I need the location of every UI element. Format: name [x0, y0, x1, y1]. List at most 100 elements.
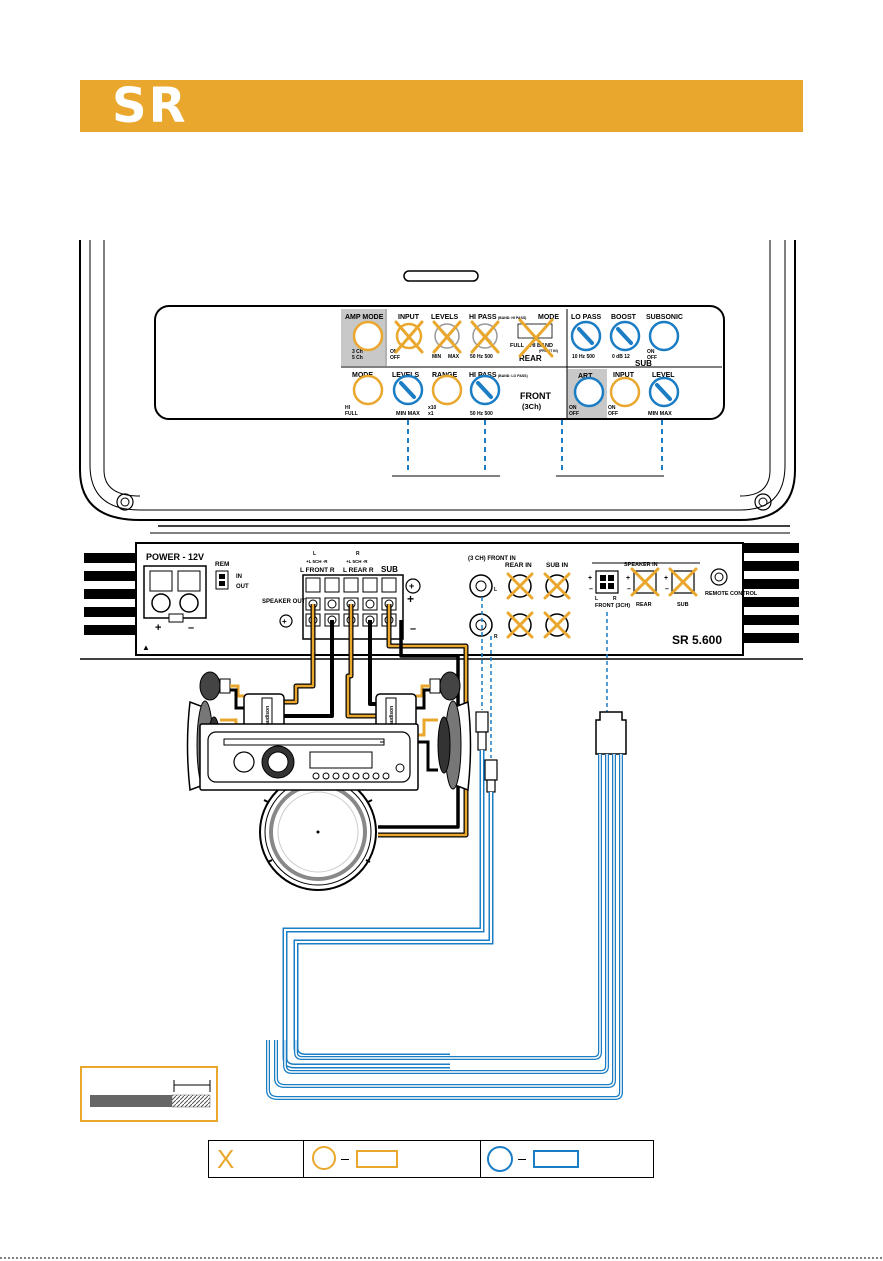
rear-levels-label: LEVELS	[431, 314, 459, 321]
svg-text:+: +	[282, 617, 287, 626]
wire-strip-box	[80, 1066, 218, 1122]
amp-mode-opt1: 3 Ch	[352, 349, 363, 355]
ch5-note-rear: +L 5CH -R	[346, 559, 368, 564]
rem-out-label: OUT	[236, 584, 249, 590]
screw-icon	[116, 493, 134, 511]
rear-levels-max: MAX	[448, 354, 460, 360]
ch5-note-front: +L 5CH -R	[306, 559, 328, 564]
rear-input-opt2: OFF	[390, 355, 400, 361]
amp-mode-label: AMP MODE	[345, 314, 384, 321]
speaker-in-sub-label: SUB	[677, 602, 689, 608]
amp-mode-knob[interactable]	[352, 320, 384, 352]
crossover-left-brand: audison	[265, 706, 271, 725]
header-bar	[80, 80, 803, 132]
legend-x-symbol: X	[217, 1144, 235, 1174]
wire-strip-icon	[90, 1080, 211, 1108]
legend-blue-box-icon	[533, 1150, 579, 1168]
sub-section-label: SUB	[635, 359, 652, 368]
sr-logo: SR	[112, 78, 188, 134]
rear-input-label: INPUT	[398, 314, 420, 321]
sub-in-label: SUB IN	[546, 562, 568, 569]
sub-input-label: INPUT	[613, 372, 635, 379]
pointer-lines	[407, 420, 663, 474]
remote-control-jack[interactable]	[710, 568, 728, 586]
power-minus: –	[188, 622, 194, 634]
legend-dash-icon	[341, 1159, 349, 1160]
front-mode-knob[interactable]	[352, 374, 384, 406]
front-hipass-note: (BAND: LO PASS)	[498, 374, 528, 378]
svg-text:+: +	[626, 575, 630, 582]
art-opt1: ON	[569, 405, 577, 411]
rear-mode-label: MODE	[538, 314, 559, 321]
range-opt1: x10	[428, 405, 437, 411]
plus-marker-icon	[405, 578, 421, 594]
lo-pass-scale: 10 Hz 500	[572, 354, 595, 360]
legend-blue-adjust	[481, 1141, 653, 1177]
front-mode-opt1: HI	[345, 405, 351, 411]
svg-text:L: L	[595, 596, 598, 602]
legend-orange-box-icon	[356, 1150, 398, 1168]
svg-text:▲: ▲	[142, 643, 150, 652]
speaker-in-front-connector[interactable]	[595, 570, 619, 594]
right-front-speakers: audison	[375, 671, 472, 792]
sub-terminal-label: SUB	[381, 565, 398, 574]
subsonic-knob[interactable]	[648, 320, 680, 352]
art-opt2: OFF	[569, 411, 579, 417]
rear-section-label: REAR	[519, 354, 542, 363]
range-opt2: x1	[428, 411, 434, 417]
tweeter-icon	[439, 671, 461, 701]
rear-hipass-note: (BAND: HI PASS)	[498, 316, 526, 320]
speaker-out-label: SPEAKER OUT	[262, 599, 306, 605]
rca-plug-right	[484, 759, 498, 781]
svg-text:–: –	[410, 623, 416, 635]
subwoofer-icon	[259, 773, 377, 891]
power-label: POWER - 12V	[146, 552, 204, 562]
boost-scale: 0 dB 12	[612, 354, 630, 360]
svg-text:+: +	[664, 575, 668, 582]
sub-input-opt2: OFF	[608, 411, 618, 417]
control-panel: AMP MODE 3 Ch 5 Ch INPUT ON OFF LEVELS M…	[154, 305, 725, 420]
front-in-right-rca[interactable]	[469, 613, 493, 637]
front-section-label: FRONT	[520, 391, 551, 401]
legend-orange-circle-icon	[312, 1146, 336, 1170]
front-levels-scale: MIN MAX	[396, 411, 420, 417]
vent-slot	[403, 270, 479, 282]
rem-terminal[interactable]	[215, 570, 229, 590]
rear-group-label: R	[356, 551, 360, 557]
sub-input-opt1: ON	[608, 405, 616, 411]
svg-text:–: –	[665, 586, 669, 593]
power-plus: +	[155, 622, 161, 634]
legend-dash-icon	[518, 1159, 526, 1160]
svg-text:+: +	[588, 575, 592, 582]
screw-icon	[754, 493, 772, 511]
subsonic-opt1: ON	[647, 349, 655, 355]
range-knob[interactable]	[431, 374, 463, 406]
legend: X	[208, 1140, 654, 1178]
amp-mode-opt2: 5 Ch	[352, 355, 363, 361]
svg-text:+: +	[407, 592, 414, 606]
remote-control-label: REMOTE CONTROL	[705, 591, 758, 597]
rem-label: REM	[215, 561, 229, 568]
art-knob[interactable]	[573, 376, 605, 408]
svg-text:–: –	[589, 586, 593, 593]
front-terminal-label: L FRONT R	[300, 567, 335, 574]
svg-text:+: +	[409, 581, 414, 591]
speaker-in-label: SPEAKER IN	[624, 562, 658, 568]
rear-levels-min: MIN	[432, 354, 442, 360]
front-in-left-rca[interactable]	[469, 574, 493, 598]
rem-in-label: IN	[236, 574, 242, 580]
rca-r-label: R	[494, 634, 498, 640]
art-label: ART	[578, 373, 593, 380]
speaker-wires	[284, 604, 469, 838]
rear-input-opt1: ON	[390, 349, 398, 355]
sub-level-scale: MIN MAX	[648, 411, 672, 417]
lo-pass-label: LO PASS	[571, 314, 602, 321]
subsonic-opt2: OFF	[647, 355, 657, 361]
front-mode-opt2: FULL	[345, 411, 358, 417]
sub-level-label: LEVEL	[652, 372, 675, 379]
subsonic-label: SUBSONIC	[646, 314, 683, 321]
sub-input-knob[interactable]	[609, 376, 641, 408]
ground-marker-icon	[279, 614, 293, 628]
legend-orange-adjust	[304, 1141, 480, 1177]
